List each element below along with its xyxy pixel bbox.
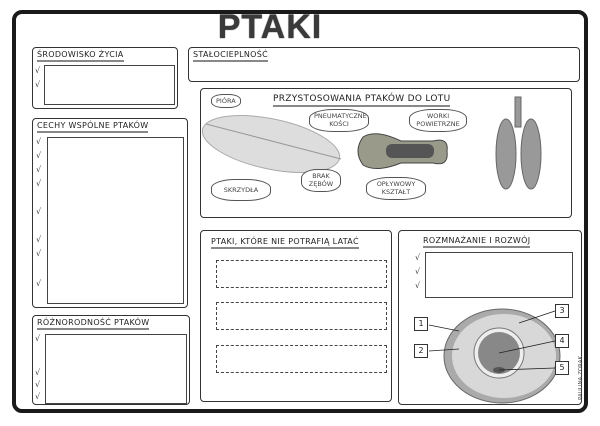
checkmark-icon: √ [35,80,41,89]
checkmark-icon: √ [36,151,42,160]
egg-label-4: 4 [555,334,569,348]
checkmark-icon: √ [415,253,421,262]
reproduction-section: ROZMNAŻANIE I ROZWÓJ √ √ √ 1 2 3 4 5 [398,230,582,405]
egg-label-5: 5 [555,361,569,375]
cloud-label: PNEUMATYCZNE KOŚCI [309,109,369,132]
bone-icon [357,133,448,169]
cloud-label: SKRZYDŁA [211,179,271,202]
warm-blooded-section[interactable]: STAŁOCIEPLNOŚĆ [188,47,580,82]
section-heading: PTAKI, KTÓRE NIE POTRAFIĄ LATAĆ [211,237,359,249]
diversity-answer-box[interactable] [45,334,187,404]
checkmark-icon: √ [36,179,42,188]
answer-box-3[interactable] [216,345,387,373]
reproduction-answer-box[interactable] [425,252,573,298]
egg-diagram [428,308,561,404]
worksheet-frame [12,10,588,413]
author-signature: PAULINA ZORAK [578,355,584,400]
section-heading: ŚRODOWISKO ŻYCIA [37,50,124,62]
page-title: PTAKI [217,8,323,46]
lungs-icon [495,96,542,190]
adaptations-section: PRZYSTOSOWANIA PTAKÓW DO LOTU PIÓRA PNEU… [200,88,572,218]
habitat-answer-box[interactable] [44,65,175,105]
cloud-label: BRAK ZĘBÓW [301,169,341,192]
checkmark-icon: √ [36,137,42,146]
flightless-section: PTAKI, KTÓRE NIE POTRAFIĄ LATAĆ [200,230,392,402]
egg-label-1: 1 [414,317,428,331]
section-heading: PRZYSTOSOWANIA PTAKÓW DO LOTU [273,94,451,107]
common-traits-section: CECHY WSPÓLNE PTAKÓW √ √ √ √ √ √ √ √ [32,118,188,308]
section-heading: ROZMNAŻANIE I ROZWÓJ [423,236,531,248]
common-traits-answer-box[interactable] [47,137,184,304]
checkmark-icon: √ [415,281,421,290]
section-heading: STAŁOCIEPLNOŚĆ [193,50,269,62]
cloud-label: OPŁYWOWY KSZTAŁT [366,177,426,200]
section-heading: CECHY WSPÓLNE PTAKÓW [37,121,149,133]
checkmark-icon: √ [36,279,42,288]
habitat-section: ŚRODOWISKO ŻYCIA √ √ [32,47,178,109]
cloud-label: WORKI POWIETRZNE [409,109,467,132]
section-heading: RÓŻNORODNOŚĆ PTAKÓW [37,318,150,330]
checkmark-icon: √ [35,334,41,343]
checkmark-icon: √ [36,249,42,258]
diversity-section: RÓŻNORODNOŚĆ PTAKÓW √ √ √ √ [32,315,190,405]
checkmark-icon: √ [35,380,41,389]
checkmark-icon: √ [35,66,41,75]
egg-label-2: 2 [414,344,428,358]
egg-label-3: 3 [555,304,569,318]
adaptation-illustrations [201,96,542,190]
answer-box-2[interactable] [216,302,387,330]
answer-box-1[interactable] [216,260,387,288]
checkmark-icon: √ [35,368,41,377]
feather-icon [201,115,342,173]
checkmark-icon: √ [415,267,421,276]
checkmark-icon: √ [36,207,42,216]
cloud-label: PIÓRA [211,94,241,109]
checkmark-icon: √ [35,392,41,401]
checkmark-icon: √ [36,165,42,174]
checkmark-icon: √ [36,235,42,244]
